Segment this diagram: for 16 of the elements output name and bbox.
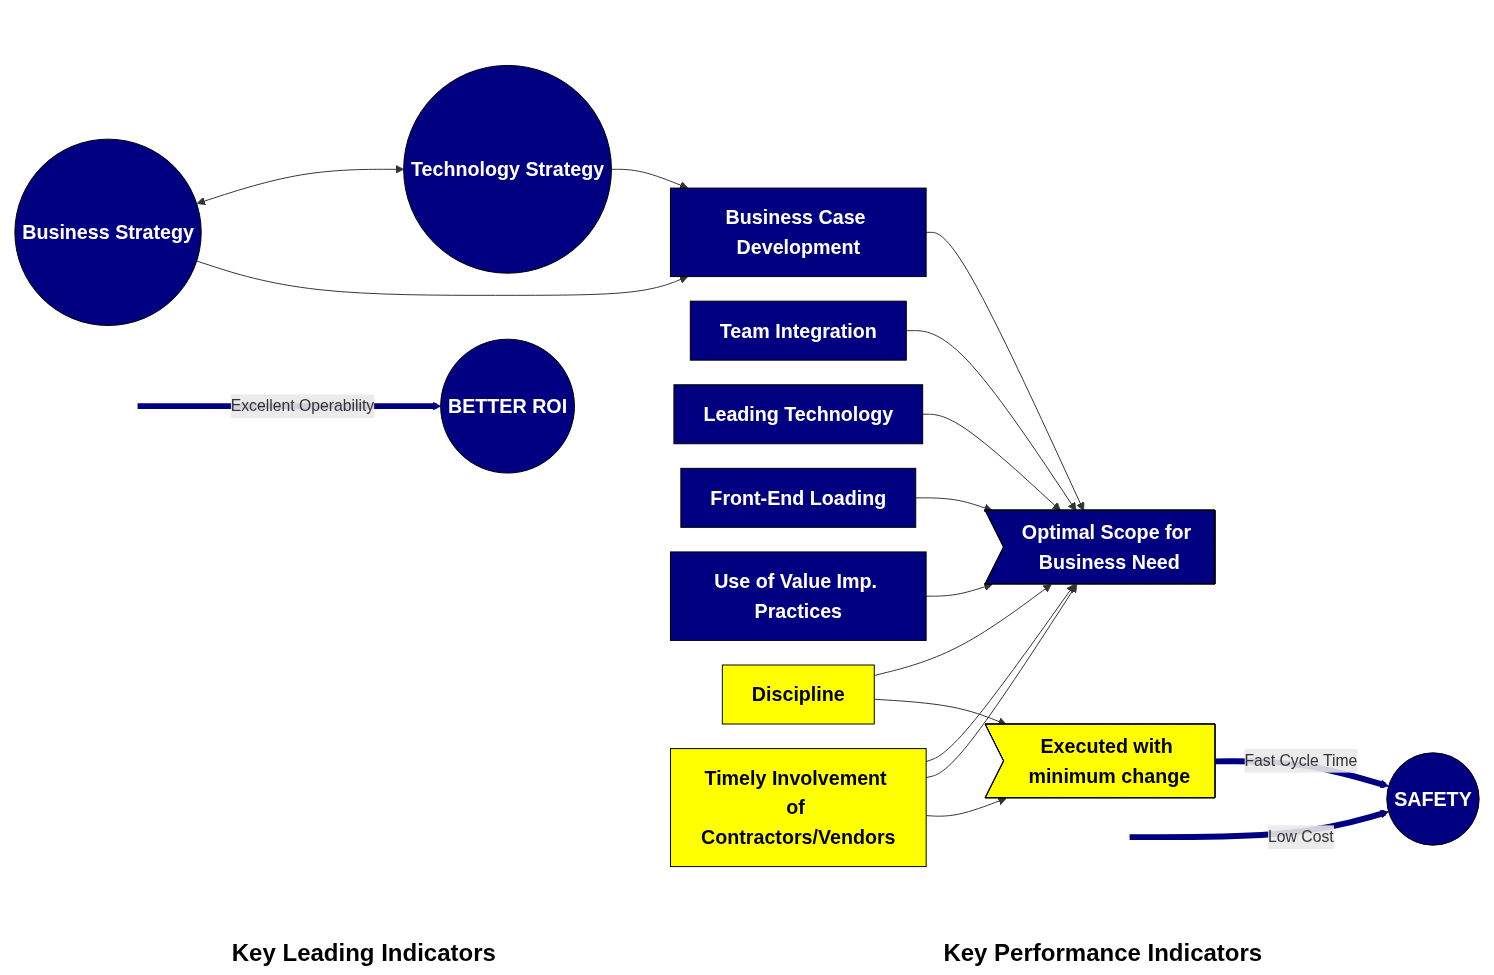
node-box: Discipline bbox=[721, 664, 875, 724]
node-circle: BETTER ROI bbox=[440, 338, 575, 474]
node-box: Front-End Loading bbox=[680, 467, 917, 528]
node-circle: SAFETY bbox=[1386, 751, 1480, 846]
node-box: Timely Involvement of Contractors/Vendors bbox=[670, 747, 927, 867]
node-box: Leading Technology bbox=[673, 383, 924, 444]
edge-label: Fast Cycle Time bbox=[1244, 751, 1358, 769]
edge-label: Excellent Operability bbox=[230, 396, 375, 414]
node-box: Business Case Development bbox=[670, 187, 927, 277]
edge-label: Low Cost bbox=[1268, 827, 1334, 845]
indicator-caption: Key Leading Indicators bbox=[231, 939, 496, 967]
node-box: Team Integration bbox=[689, 300, 907, 361]
node-box: Use of Value Imp. Practices bbox=[670, 550, 927, 641]
node-circle: Technology Strategy bbox=[403, 64, 612, 274]
node-circle: Business Strategy bbox=[14, 138, 202, 326]
indicator-caption: Key Performance Indicators bbox=[943, 939, 1263, 967]
